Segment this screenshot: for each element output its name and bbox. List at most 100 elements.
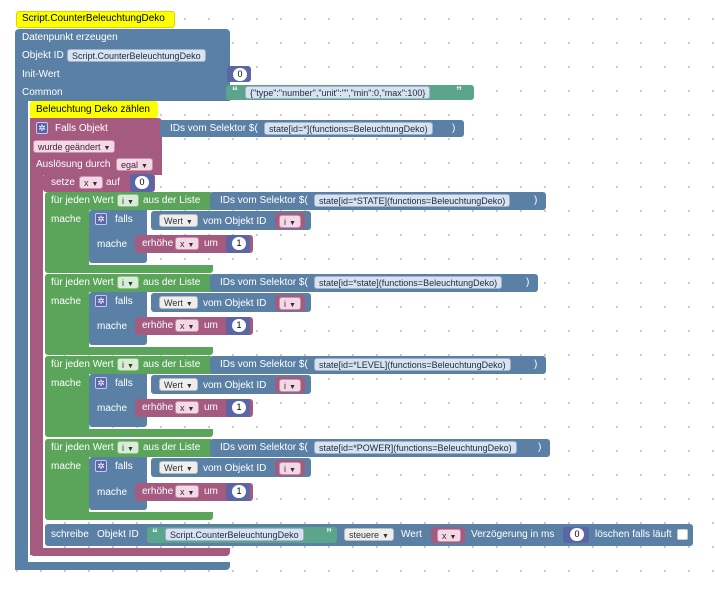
create-state-block[interactable] — [15, 29, 230, 101]
increment-var-dropdown[interactable]: x▼ — [175, 237, 200, 250]
increment-label: erhöhe — [142, 238, 174, 249]
chevron-down-icon: ▼ — [187, 406, 195, 413]
increment-label: erhöhe — [142, 320, 174, 331]
value-dropdown[interactable]: Wert▼ — [159, 461, 198, 474]
loop-selector-close: ) — [534, 359, 538, 370]
changed-dropdown[interactable]: wurde geändert▼ — [33, 140, 116, 153]
init-value-number[interactable]: 0 — [233, 68, 247, 81]
increment-value-number[interactable]: 1 — [232, 237, 246, 250]
trigger-by-label: Auslösung durch — [36, 159, 111, 170]
loop-selector-field[interactable]: state[id=*STATE](functions=BeleuchtungDe… — [314, 194, 511, 207]
chevron-down-icon: ▼ — [185, 466, 193, 473]
for-each-label: für jeden Wert — [51, 359, 114, 370]
clear-if-running-label: löschen falls läuft — [595, 529, 672, 540]
increment-value-number[interactable]: 1 — [232, 319, 246, 332]
script-name-label: Script.CounterBeleuchtungDeko — [22, 13, 165, 24]
write-object-id-field[interactable]: Script.CounterBeleuchtungDeko — [165, 528, 304, 541]
object-var-name: i — [284, 299, 286, 309]
loop-selector-close: ) — [534, 195, 538, 206]
selector-label: IDs vom Selektor $( — [170, 123, 258, 134]
loop-selector-label: IDs vom Selektor $( — [220, 277, 308, 288]
increment-value-number[interactable]: 1 — [232, 485, 246, 498]
by-label: um — [204, 238, 218, 249]
increment-var-dropdown[interactable]: x▼ — [175, 485, 200, 498]
loop-var-dropdown[interactable]: i▼ — [117, 358, 139, 371]
gear-icon[interactable]: ✲ — [95, 213, 107, 225]
chevron-down-icon: ▼ — [187, 324, 195, 331]
object-var-dropdown[interactable]: i▼ — [279, 379, 301, 392]
object-var-name: i — [284, 381, 286, 391]
create-state-rail — [15, 100, 28, 570]
object-var-dropdown[interactable]: i▼ — [279, 462, 301, 475]
changed-dropdown-value: wurde geändert — [38, 142, 101, 152]
do-label: mache — [51, 214, 82, 225]
common-json-field[interactable]: {"type":"number","unit":"","min":0,"max"… — [245, 86, 431, 99]
if-block-bottom — [89, 255, 147, 263]
selector-field[interactable]: state[id=*](functions=BeleuchtungDeko) — [264, 122, 433, 135]
clear-if-running-checkbox[interactable] — [677, 529, 688, 540]
open-quote-icon: “ — [152, 526, 158, 540]
if-label: falls — [115, 378, 133, 389]
set-value-number[interactable]: 0 — [135, 176, 149, 189]
loop-body-rail — [45, 373, 89, 435]
chevron-down-icon: ▼ — [449, 534, 457, 541]
trigger-by-dropdown[interactable]: egal▼ — [116, 158, 153, 171]
increment-var-name: x — [180, 403, 185, 413]
write-var-dropdown[interactable]: x▼ — [437, 529, 462, 542]
loop-var-name: i — [122, 278, 124, 288]
write-object-id-label: Objekt ID — [97, 529, 139, 540]
close-quote-icon: ” — [456, 84, 462, 98]
chevron-down-icon: ▼ — [127, 281, 134, 288]
object-var-dropdown[interactable]: i▼ — [279, 215, 301, 228]
increment-var-name: x — [180, 321, 185, 331]
loop-var-name: i — [122, 196, 124, 206]
create-state-label: Datenpunkt erzeugen — [22, 32, 118, 43]
loop-body-rail — [45, 209, 89, 271]
increment-label: erhöhe — [142, 402, 174, 413]
increment-value-number[interactable]: 1 — [232, 401, 246, 414]
loop-selector-label: IDs vom Selektor $( — [220, 359, 308, 370]
loop-var-dropdown[interactable]: i▼ — [117, 194, 139, 207]
gear-icon[interactable]: ✲ — [95, 460, 107, 472]
set-var-dropdown[interactable]: x▼ — [79, 176, 104, 189]
script-name-chip[interactable] — [16, 11, 175, 28]
loop-selector-field[interactable]: state[id=*LEVEL](functions=BeleuchtungDe… — [314, 358, 511, 371]
gear-icon[interactable]: ✲ — [36, 122, 48, 134]
trigger-rail — [30, 170, 43, 555]
loop-var-dropdown[interactable]: i▼ — [117, 276, 139, 289]
loop-bottom — [45, 429, 213, 437]
if-block-bottom — [89, 419, 147, 427]
loop-body-rail — [45, 456, 89, 518]
of-object-label: vom Objekt ID — [203, 298, 267, 309]
loop-bottom — [45, 265, 213, 273]
from-list-label: aus der Liste — [143, 359, 201, 370]
chevron-down-icon: ▼ — [185, 301, 193, 308]
do-label-inner: mache — [97, 321, 128, 332]
write-value-label: Wert — [401, 529, 422, 540]
gear-icon[interactable]: ✲ — [95, 377, 107, 389]
selector-close: ) — [452, 123, 456, 134]
increment-var-dropdown[interactable]: x▼ — [175, 319, 200, 332]
value-dropdown[interactable]: Wert▼ — [159, 296, 198, 309]
trigger-if-object-label: Falls Objekt — [55, 123, 108, 134]
value-dropdown[interactable]: Wert▼ — [159, 214, 198, 227]
object-id-field[interactable]: Script.CounterBeleuchtungDeko — [67, 49, 206, 62]
chevron-down-icon: ▼ — [289, 302, 296, 309]
object-var-dropdown[interactable]: i▼ — [279, 297, 301, 310]
set-label: setze — [51, 177, 75, 188]
trigger-bottom — [30, 548, 230, 556]
chevron-down-icon: ▼ — [187, 242, 195, 249]
gear-icon[interactable]: ✲ — [95, 295, 107, 307]
chevron-down-icon: ▼ — [103, 145, 111, 152]
if-block-bottom — [89, 337, 147, 345]
write-mode-dropdown[interactable]: steuere▼ — [344, 528, 394, 541]
delay-value-number[interactable]: 0 — [570, 528, 584, 541]
value-dropdown[interactable]: Wert▼ — [159, 378, 198, 391]
loop-selector-field[interactable]: state[id=*state](functions=BeleuchtungDe… — [314, 276, 503, 289]
loop-selector-field[interactable]: state[id=*POWER](functions=BeleuchtungDe… — [314, 441, 517, 454]
loop-selector-close: ) — [526, 277, 530, 288]
count-block-title-chip[interactable] — [30, 101, 158, 118]
loop-var-dropdown[interactable]: i▼ — [117, 441, 139, 454]
increment-var-dropdown[interactable]: x▼ — [175, 401, 200, 414]
if-label: falls — [115, 461, 133, 472]
